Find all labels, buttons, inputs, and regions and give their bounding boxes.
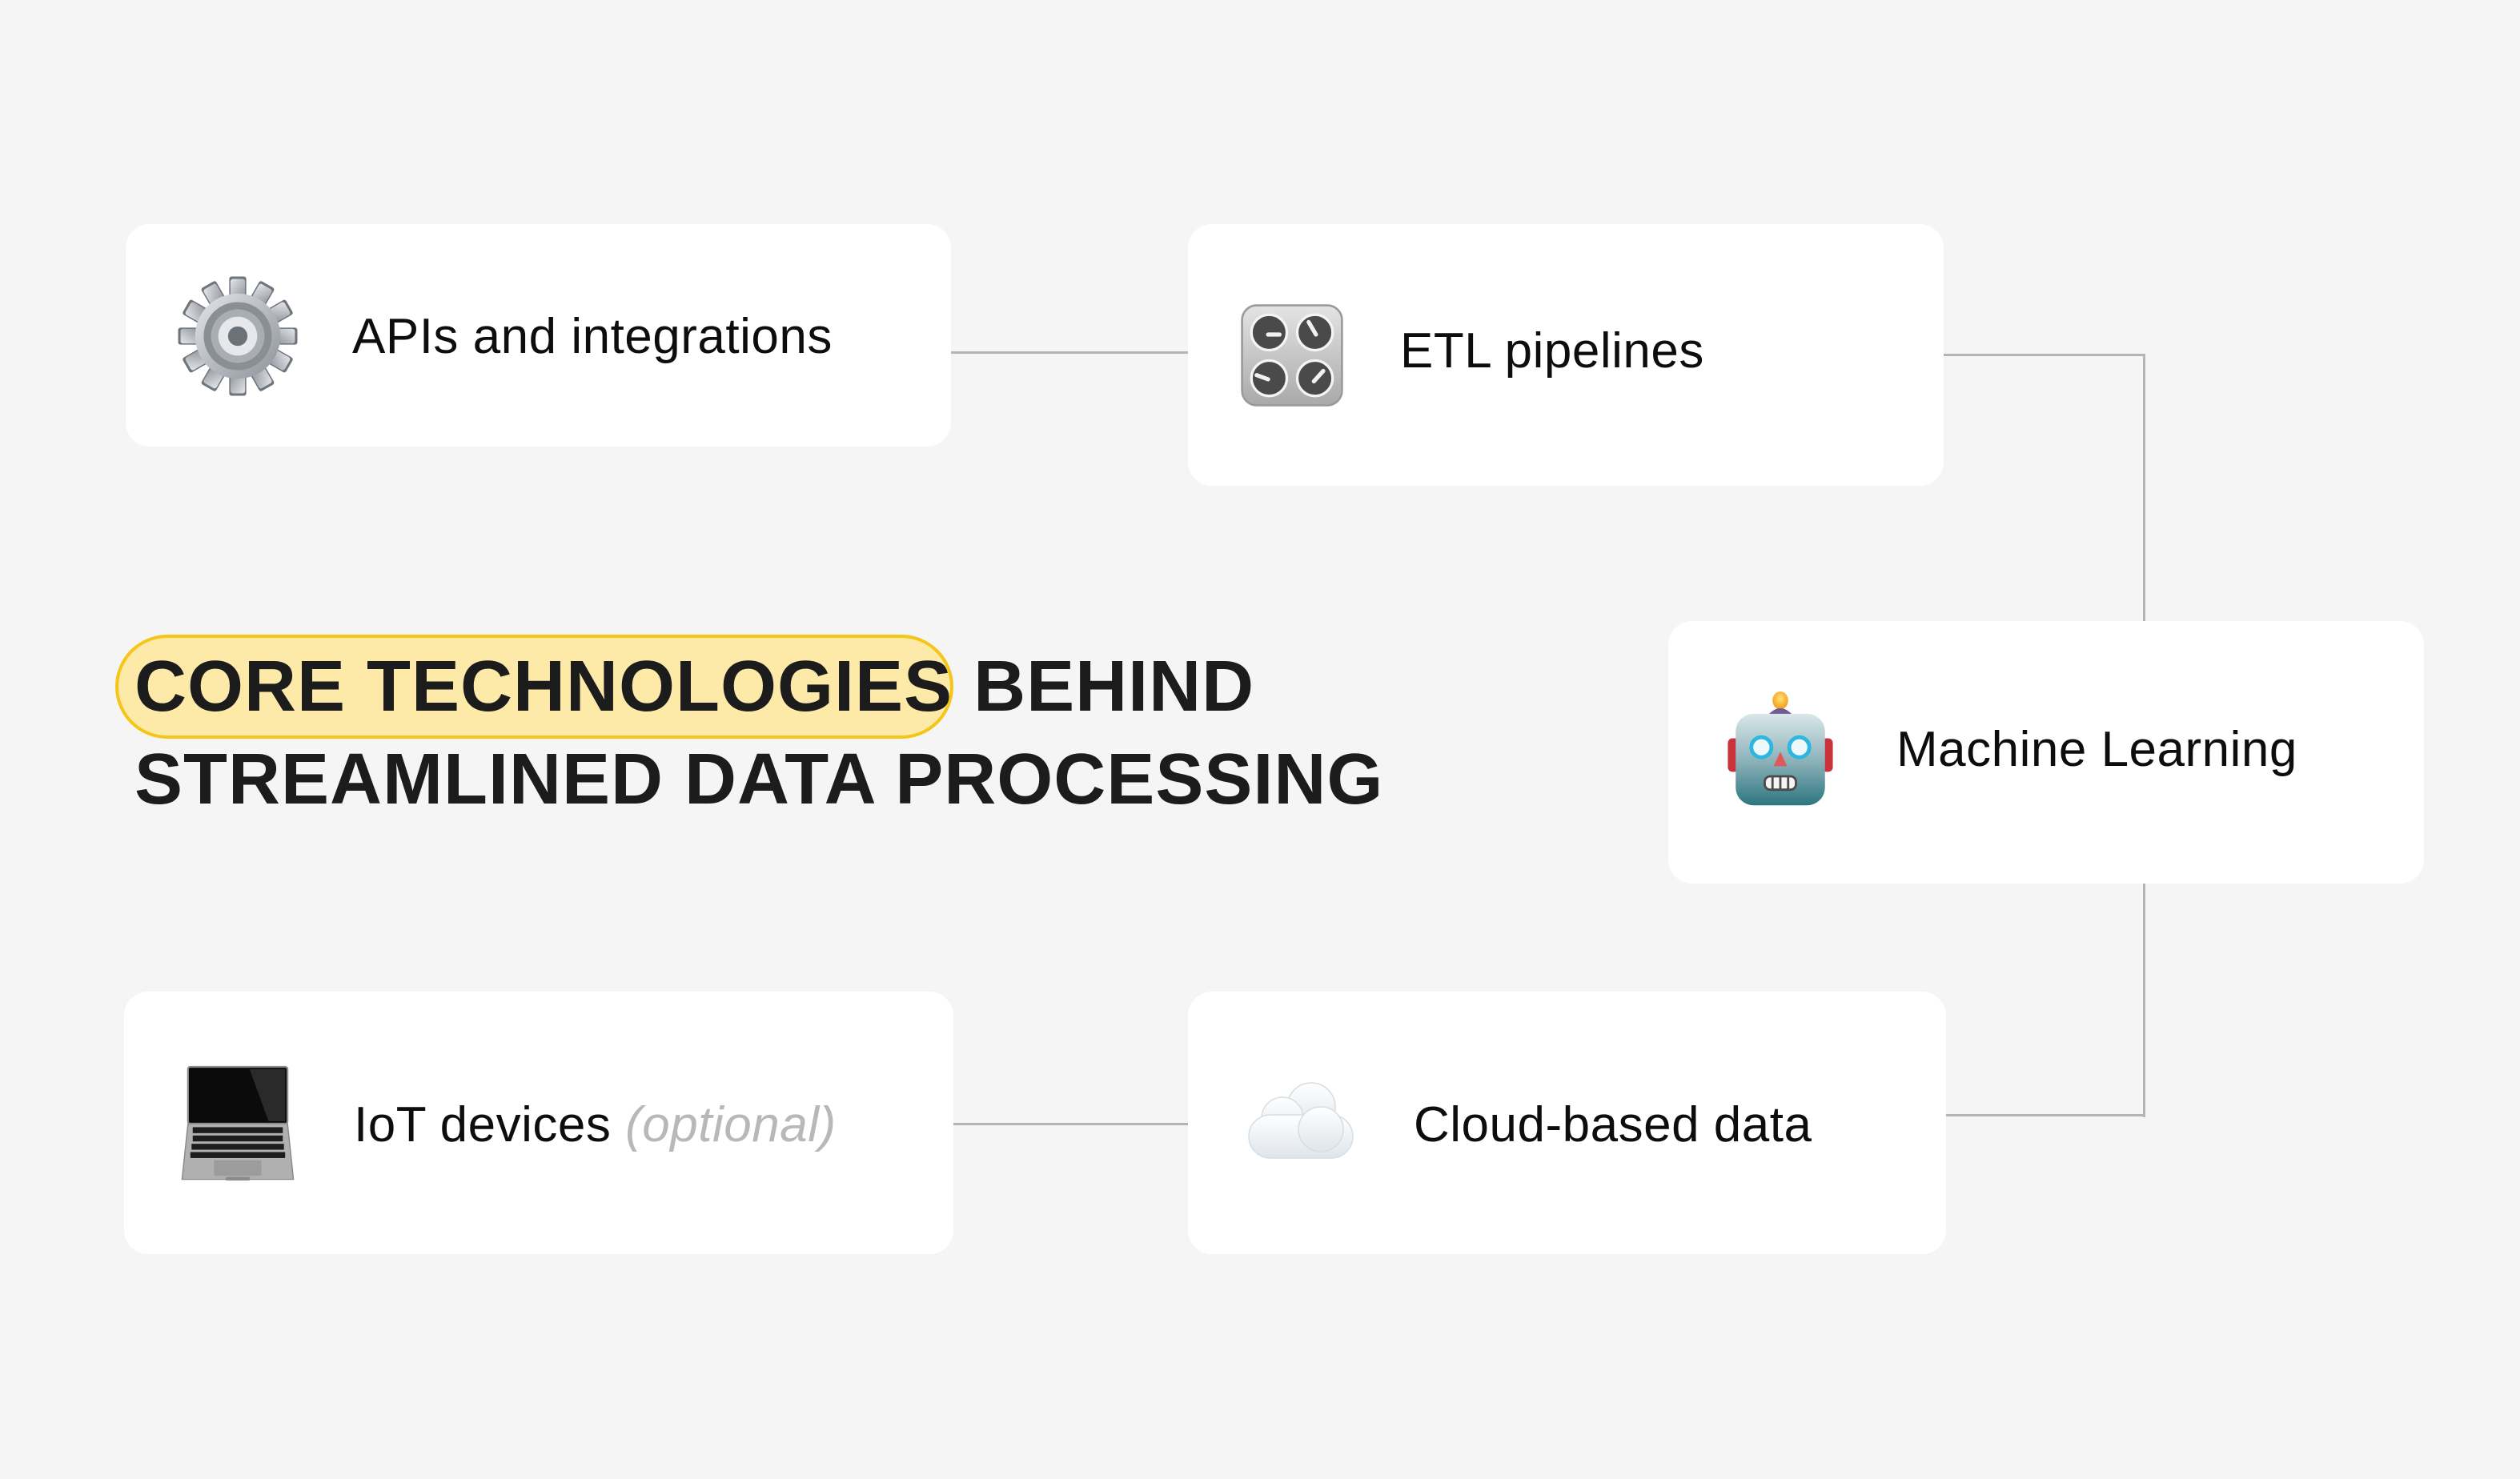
title-highlight-text: CORE TECHNOLOGIES	[134, 647, 953, 727]
node-label: Cloud-based data	[1414, 1097, 1812, 1152]
title-line1-rest: BEHIND	[953, 647, 1255, 727]
connector-iot-cloud	[953, 1123, 1190, 1125]
node-etl: ETL pipelines	[1188, 224, 1944, 486]
title-line-2: STREAMLINED DATA PROCESSING	[134, 740, 1384, 820]
control-knobs-icon	[1240, 303, 1344, 407]
connector-ml-cloud-v	[2143, 882, 2145, 1117]
node-label-main: IoT devices	[354, 1097, 612, 1152]
page-title: CORE TECHNOLOGIES BEHIND STREAMLINED DAT…	[134, 640, 1383, 826]
connector-etl-ml-v	[2143, 354, 2145, 623]
gear-icon	[177, 275, 299, 397]
node-label: Machine Learning	[1896, 722, 2297, 777]
title-highlight	[115, 635, 953, 739]
node-ml: Machine Learning	[1668, 621, 2424, 884]
node-iot: IoT devices (optional)	[124, 992, 953, 1254]
robot-icon	[1724, 691, 1836, 808]
title-line-1: CORE TECHNOLOGIES BEHIND	[134, 640, 1383, 733]
connector-ml-cloud-h	[1945, 1114, 2145, 1116]
cloud-icon	[1241, 1080, 1361, 1161]
connector-apis-etl	[951, 351, 1190, 354]
node-label: APIs and integrations	[352, 309, 833, 364]
node-apis: APIs and integrations	[126, 224, 951, 447]
node-label: IoT devices (optional)	[354, 1100, 837, 1150]
node-cloud: Cloud-based data	[1188, 992, 1946, 1254]
optional-tag: (optional)	[625, 1097, 837, 1152]
laptop-icon	[179, 1064, 297, 1184]
connector-etl-ml-h	[1944, 354, 2145, 356]
node-label: ETL pipelines	[1400, 323, 1704, 379]
